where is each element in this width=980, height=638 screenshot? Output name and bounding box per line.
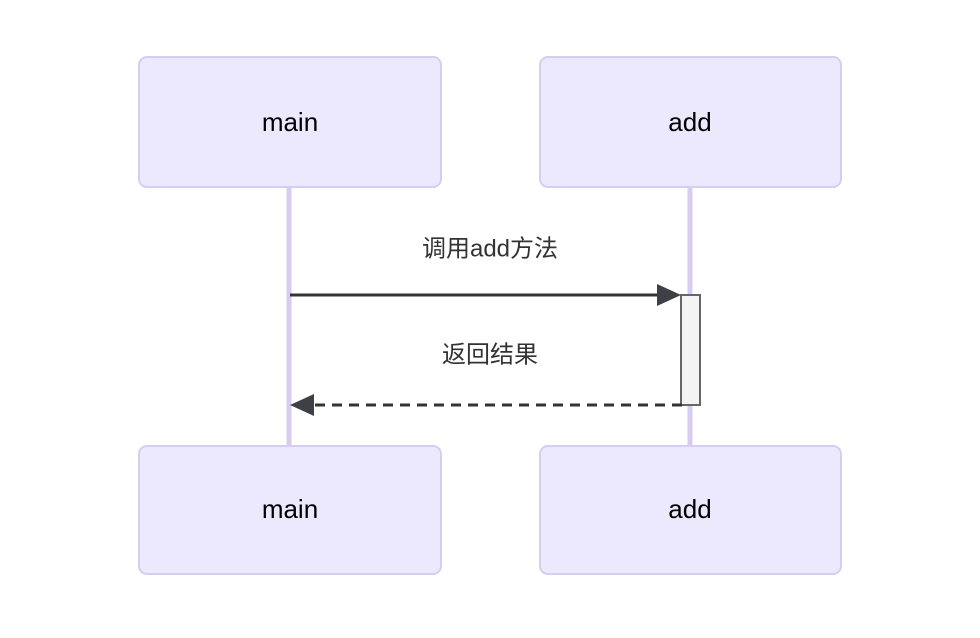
participant-label-main-bottom: main xyxy=(262,494,318,524)
participant-box-add-top[interactable] xyxy=(539,56,842,188)
arrow-head-right-call-add xyxy=(657,284,681,306)
participant-box-add-bottom[interactable] xyxy=(539,445,842,575)
participant-add-bottom[interactable]: add xyxy=(539,445,842,575)
activation-bar-add xyxy=(680,294,701,406)
message-return-result[interactable]: 返回结果 xyxy=(290,341,682,416)
message-call-add[interactable]: 调用add方法 xyxy=(290,235,681,306)
participant-label-add-bottom: add xyxy=(668,494,711,524)
message-label-call-add: 调用add方法 xyxy=(422,235,558,262)
participant-box-main-top[interactable] xyxy=(138,56,442,188)
participant-main-bottom[interactable]: main xyxy=(138,445,442,575)
participant-add-top[interactable]: add xyxy=(539,56,842,188)
participant-main-top[interactable]: main xyxy=(138,56,442,188)
arrow-head-left-return-result xyxy=(290,394,314,416)
message-label-return-result: 返回结果 xyxy=(442,341,538,368)
participant-label-main-top: main xyxy=(262,107,318,137)
participant-box-main-bottom[interactable] xyxy=(138,445,442,575)
participant-label-add-top: add xyxy=(668,107,711,137)
